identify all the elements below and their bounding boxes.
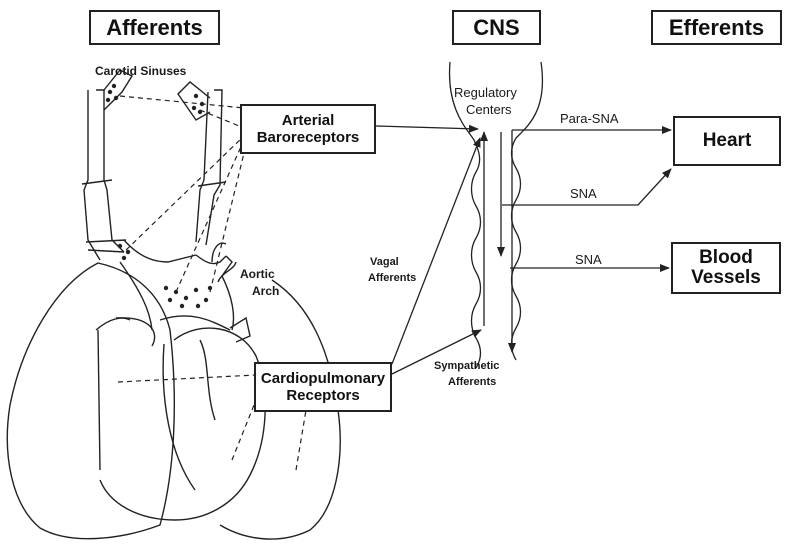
arterial-baroreceptors-box: Arterial Baroreceptors bbox=[240, 104, 376, 154]
cardiopulmonary-receptors-line2: Receptors bbox=[286, 387, 359, 404]
regulatory-label: Regulatory bbox=[454, 85, 517, 100]
carotid-sinuses-label: Carotid Sinuses bbox=[95, 64, 186, 78]
cns-header: CNS bbox=[452, 10, 541, 45]
para-sna-label: Para-SNA bbox=[560, 111, 619, 126]
carotid-arteries bbox=[82, 70, 226, 260]
blood-vessels-box: Blood Vessels bbox=[671, 242, 781, 294]
pathway-arrows bbox=[376, 126, 671, 374]
heart-anatomy bbox=[86, 240, 265, 520]
aortic-arch-label-line2: Arch bbox=[252, 284, 279, 298]
heart-box: Heart bbox=[673, 116, 781, 166]
cardiopulmonary-receptors-box: Cardiopulmonary Receptors bbox=[254, 362, 392, 412]
blood-vessels-line1: Blood bbox=[699, 248, 753, 268]
arterial-baroreceptors-line2: Baroreceptors bbox=[257, 129, 360, 146]
efferents-header: Efferents bbox=[651, 10, 782, 45]
aortic-arch-label-line1: Aortic bbox=[240, 267, 275, 281]
vagal-afferents-label-line1: Vagal bbox=[370, 256, 399, 268]
sna-vessels-label: SNA bbox=[575, 252, 602, 267]
afferents-header: Afferents bbox=[89, 10, 220, 45]
sympathetic-afferents-label-line1: Sympathetic bbox=[434, 360, 499, 372]
centers-label: Centers bbox=[466, 102, 512, 117]
vagal-afferents-label-line2: Afferents bbox=[368, 272, 416, 284]
sympathetic-afferents-label-line2: Afferents bbox=[448, 376, 496, 388]
blood-vessels-line2: Vessels bbox=[691, 268, 761, 288]
arterial-baroreceptors-line1: Arterial bbox=[282, 112, 335, 129]
cardiopulmonary-receptors-line1: Cardiopulmonary bbox=[261, 370, 385, 387]
cns-internal-arrows bbox=[484, 130, 512, 352]
sna-heart-label: SNA bbox=[570, 186, 597, 201]
receptor-dots bbox=[106, 84, 212, 308]
